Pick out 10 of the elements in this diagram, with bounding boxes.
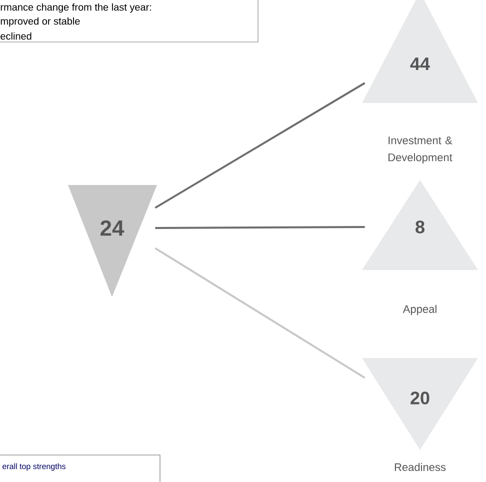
connector-line xyxy=(155,226,365,229)
legend-text: rmance change from the last year: xyxy=(0,3,151,13)
legend-text: eclined xyxy=(0,32,32,40)
connector-line xyxy=(154,82,366,209)
strengths-box: erall top strengths xyxy=(0,454,160,482)
category-label: Investment & Development xyxy=(388,136,452,164)
connector-line xyxy=(154,247,366,379)
category-label: Appeal xyxy=(402,304,436,316)
legend-text: mproved or stable xyxy=(0,17,80,27)
category-label: Readiness xyxy=(394,462,446,472)
